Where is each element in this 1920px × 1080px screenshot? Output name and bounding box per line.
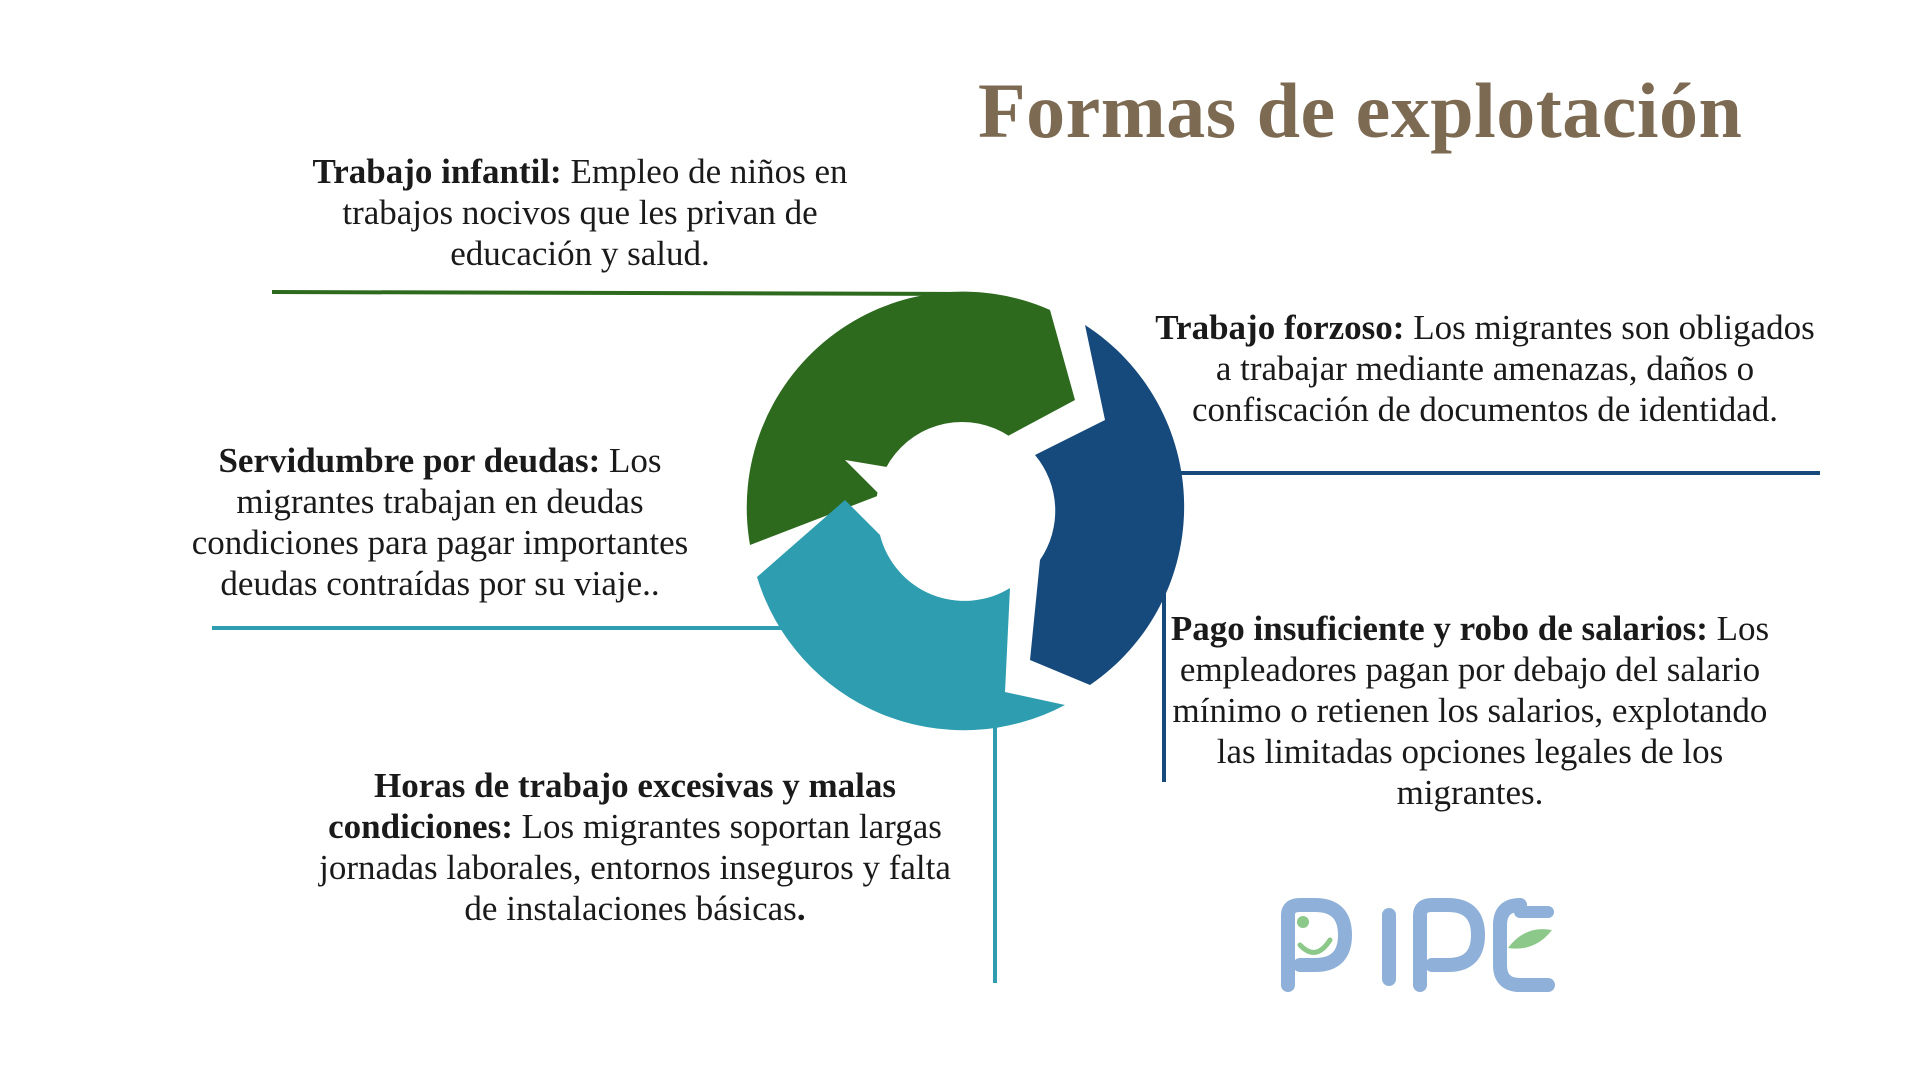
item-servidumbre-deudas: Servidumbre por deudas: Los migrantes tr… [150, 440, 730, 604]
cycle-segment-infantil [746, 291, 1075, 545]
item-pago-insuficiente: Pago insuficiente y robo de salarios: Lo… [1160, 608, 1780, 813]
cycle-segment-deudas [757, 500, 1065, 731]
logo-letter-p2 [1413, 898, 1486, 992]
logo-letter-i [1382, 908, 1396, 986]
page-title: Formas de explotación [978, 67, 1743, 154]
item-trabajo-infantil: Trabajo infantil: Empleo de niños en tra… [270, 151, 890, 274]
cycle-center [876, 422, 1048, 594]
item-text: Los migrantes trabajan en deudas condici… [191, 441, 689, 603]
item-heading: Trabajo infantil: [312, 152, 562, 191]
item-heading: Trabajo forzoso: [1155, 308, 1405, 347]
logo-letter-p1 [1281, 898, 1353, 992]
logo-letter-e [1493, 898, 1555, 992]
logo-person-head [1297, 916, 1309, 928]
pipe-logo [1281, 898, 1555, 992]
item-heading: Pago insuficiente y robo de salarios: [1170, 609, 1708, 648]
item-trabajo-forzoso: Trabajo forzoso: Los migrantes son oblig… [1155, 307, 1815, 430]
logo-leaf [1508, 929, 1552, 949]
cycle-arrows [746, 291, 1185, 731]
item-text: Los migrantes soportan largas jornadas l… [319, 807, 951, 928]
item-text: Empleo de niños en trabajos nocivos que … [342, 152, 848, 273]
item-text: Los migrantes son obligados a trabajar m… [1191, 308, 1815, 429]
item-heading: Servidumbre por deudas: [218, 441, 601, 480]
item-heading: Horas de trabajo excesivas y malas condi… [328, 766, 896, 846]
connector-infantil [271, 290, 976, 296]
item-text: Los empleadores pagan por debajo del sal… [1172, 609, 1770, 812]
cycle-segment-forzoso [1030, 325, 1185, 685]
item-horas-excesivas: Horas de trabajo excesivas y malas condi… [300, 765, 970, 929]
item-suffix: . [796, 889, 806, 928]
logo-person-arc [1297, 937, 1333, 955]
